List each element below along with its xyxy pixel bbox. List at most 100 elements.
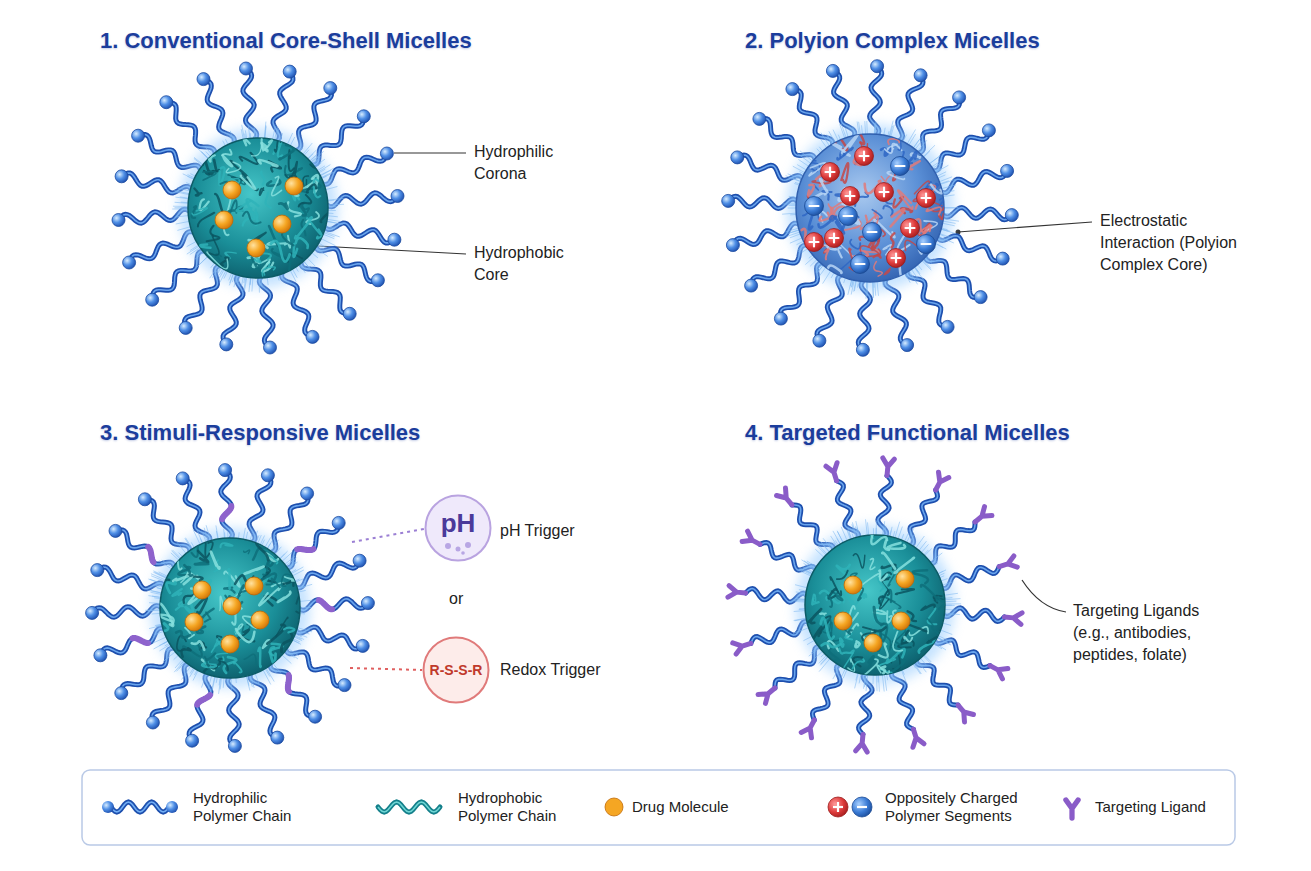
legend-box	[82, 770, 1235, 845]
core-strand	[220, 543, 232, 547]
charge-sign	[813, 238, 815, 247]
chain-end-group	[301, 487, 314, 500]
chain-end-group	[146, 716, 159, 729]
drug-molecule	[834, 612, 852, 630]
core-strand	[841, 163, 848, 183]
core-strand	[181, 573, 188, 582]
chain-end-group	[726, 239, 739, 252]
chain-end-group	[240, 62, 253, 75]
core-texture	[802, 124, 951, 278]
chain-end-group	[953, 91, 966, 104]
chain-end-group	[343, 307, 356, 320]
charge-sign	[863, 152, 865, 161]
chain-highlight	[759, 118, 815, 164]
node-text: pH	[441, 508, 476, 539]
core-strand	[196, 597, 207, 614]
core-strand	[243, 212, 261, 224]
negative-charge	[839, 207, 858, 226]
core-strand	[887, 543, 905, 549]
drug-molecule	[223, 181, 241, 199]
legend-text: Hydrophilic Polymer Chain	[193, 789, 313, 825]
core-strand	[166, 582, 175, 593]
core-strand	[278, 592, 291, 602]
panel-heading: 2. Polyion Complex Micelles	[745, 28, 1040, 54]
node-text: R-S-S-R	[430, 662, 483, 678]
corona-fuzz	[793, 627, 811, 633]
charge-sign	[849, 192, 851, 201]
positive-charge	[825, 229, 844, 248]
callout-label: Redox Trigger	[500, 659, 660, 681]
core-strand	[240, 153, 258, 164]
legend-text: Targeting Ligand	[1095, 798, 1225, 816]
chain-highlight	[760, 543, 817, 575]
chain-highlight	[111, 802, 169, 812]
chain-end-group	[166, 801, 178, 813]
drug-molecule	[193, 581, 211, 599]
trigger-circle: R-S-S-R	[422, 636, 490, 704]
core-strand	[281, 632, 292, 652]
core-strand	[241, 176, 255, 189]
charge-sign	[895, 254, 897, 263]
core-strand	[284, 576, 296, 580]
core-strand	[827, 266, 841, 276]
negative-charge	[917, 235, 936, 254]
core-strand	[295, 217, 312, 238]
core-strand	[883, 206, 892, 216]
core-strand	[192, 641, 205, 650]
core-strand	[928, 619, 940, 635]
hydrophilic-chain	[780, 263, 826, 319]
core-strand	[184, 565, 192, 575]
core-strand	[282, 574, 291, 586]
core-strand	[803, 156, 820, 167]
charge-sign	[909, 224, 911, 233]
core-strand	[255, 257, 261, 263]
drug-molecule	[892, 612, 910, 630]
core-halo	[795, 525, 955, 685]
core-strand	[884, 268, 890, 274]
core-strand	[812, 595, 818, 605]
core-strand	[252, 144, 263, 156]
trigger-dotted-line	[352, 529, 424, 542]
core-strand	[850, 240, 860, 249]
core-strand	[940, 198, 951, 207]
core-strand	[853, 659, 865, 668]
core-strand	[885, 144, 902, 153]
chain-end-group	[813, 334, 826, 347]
callout-label: pH Trigger	[500, 520, 660, 542]
corona-fuzz	[219, 675, 221, 694]
charge-sign	[844, 215, 853, 217]
chain-highlight	[116, 530, 176, 571]
polyion-complex-core	[796, 134, 944, 282]
core-strand	[223, 155, 232, 166]
targeting-ligand	[999, 556, 1017, 567]
hydrophobic-core	[188, 138, 328, 278]
legend-text: Hydrophobic Polymer Chain	[458, 789, 578, 825]
chain-end-group	[391, 190, 404, 203]
core-strand	[321, 206, 336, 222]
corona-fuzz	[798, 154, 813, 165]
targeting-ligand	[801, 720, 814, 738]
core-strand	[244, 550, 250, 554]
chain-end-group	[324, 82, 337, 95]
core-strand	[215, 653, 227, 661]
core-strand	[276, 617, 288, 636]
targeting-ligand	[826, 463, 837, 481]
chain-end-group	[115, 687, 128, 700]
cleavable-linker	[222, 506, 231, 519]
micelle	[86, 464, 375, 753]
positive-charge	[821, 163, 840, 182]
chain-end-group	[261, 469, 274, 482]
hydrophilic-chain	[933, 636, 990, 668]
core-strand	[837, 571, 848, 579]
core-strand	[845, 634, 852, 640]
micelle	[722, 60, 1019, 357]
chain-end-group	[380, 147, 393, 160]
corona-fuzz	[878, 673, 879, 692]
core-strand	[272, 176, 282, 195]
positive-charge	[805, 233, 824, 252]
legend-hydrophilic-chain	[111, 802, 169, 812]
charge-sign	[829, 168, 831, 177]
cleavable-linker	[288, 675, 289, 691]
hydrophilic-chain	[837, 481, 859, 542]
chain-end-group	[974, 291, 987, 304]
